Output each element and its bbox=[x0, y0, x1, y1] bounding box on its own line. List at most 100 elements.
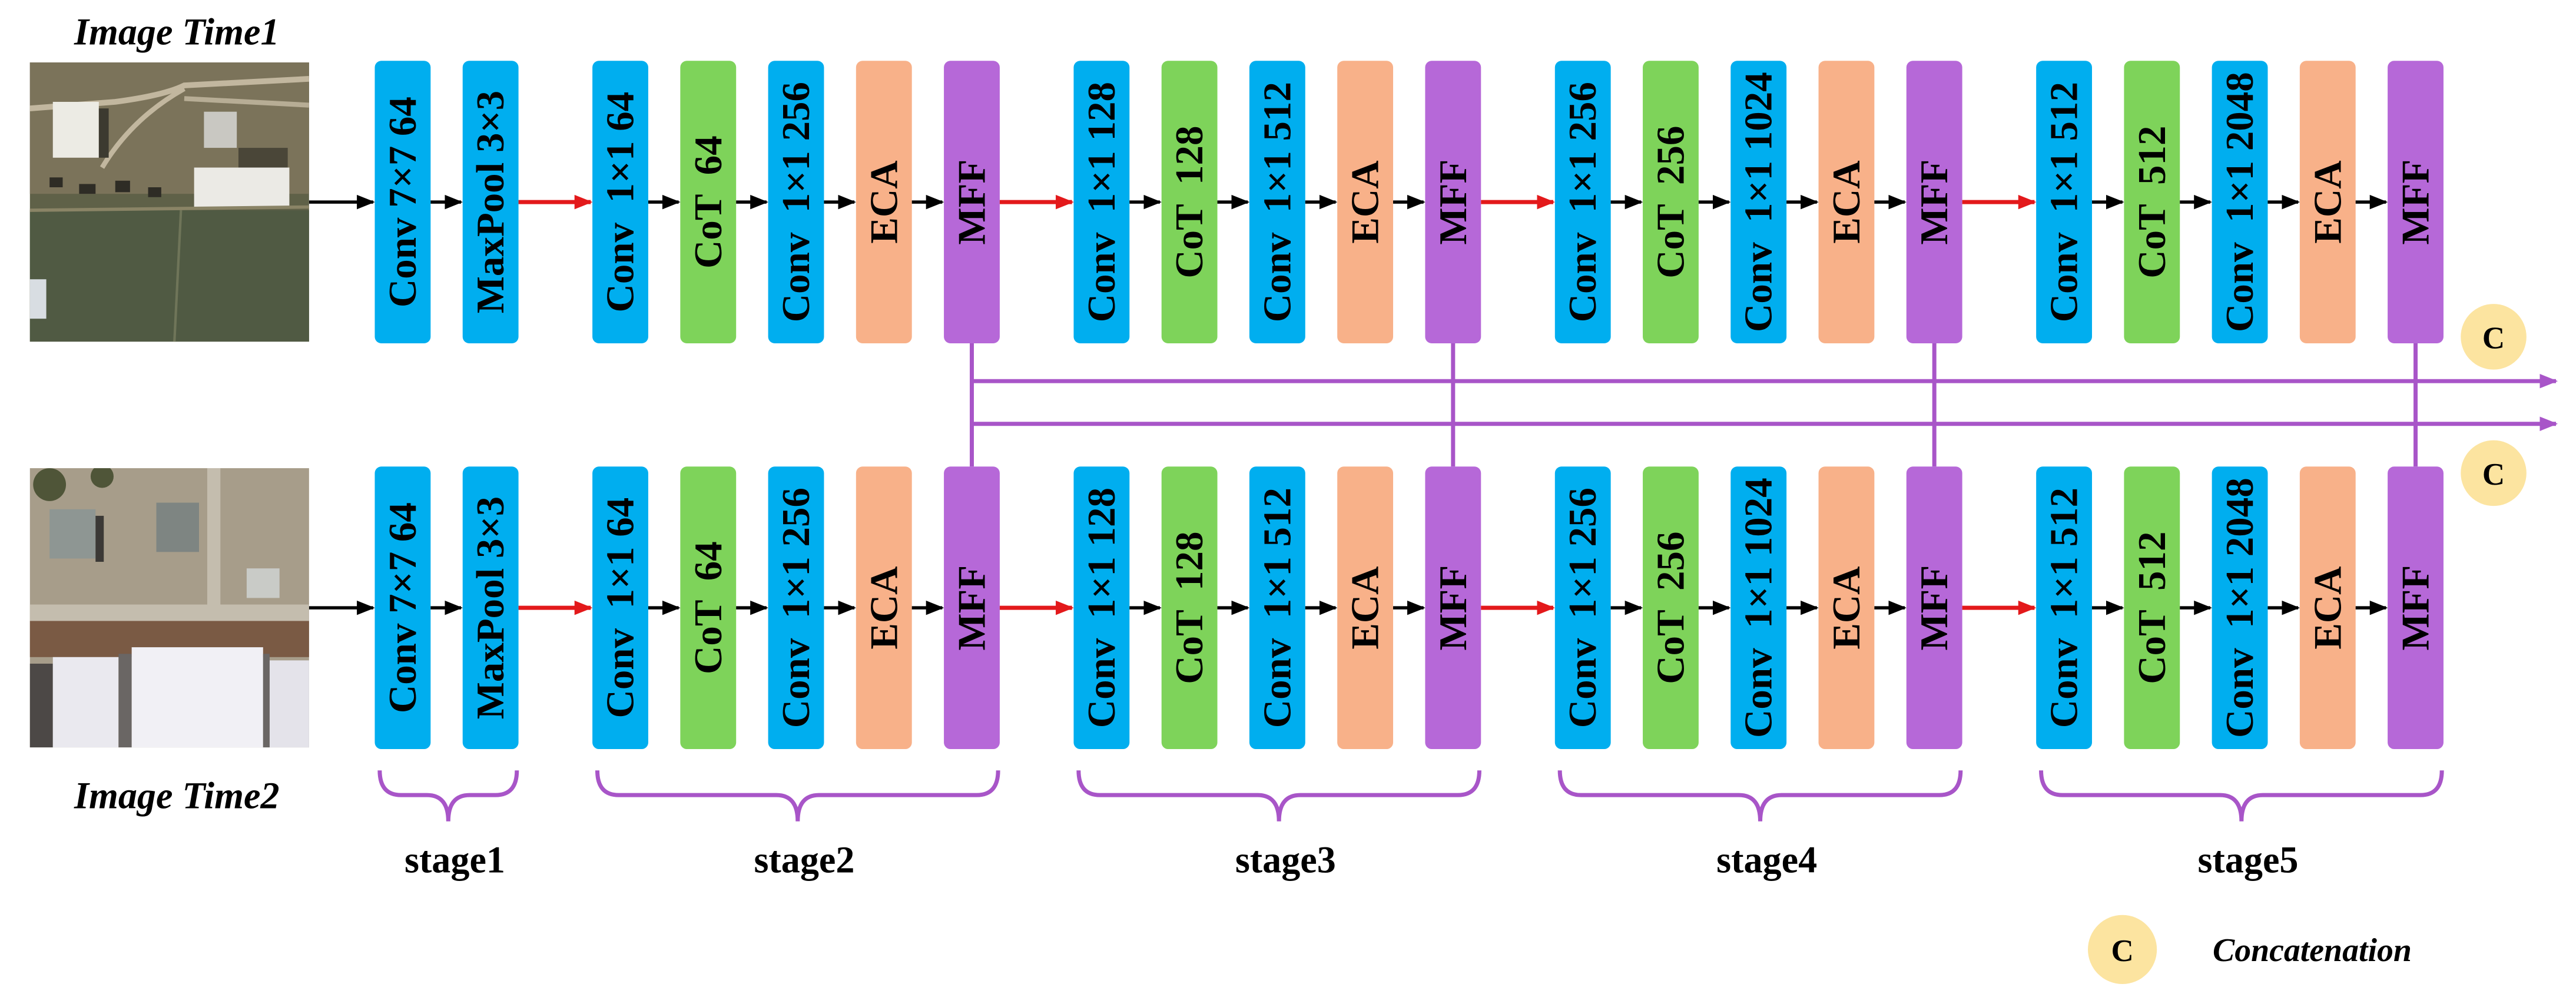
time1-cot-256-block bbox=[1643, 61, 1699, 344]
time2-cot-64-block bbox=[680, 466, 737, 750]
photo-object bbox=[49, 177, 63, 188]
time1-mff-block bbox=[2388, 61, 2444, 344]
time1-mff-block bbox=[944, 61, 1000, 344]
photo-dirt-road bbox=[184, 96, 309, 108]
time2-conv-1x1-512-label: Conv 1×1 512 bbox=[1255, 488, 1299, 728]
photo-building bbox=[204, 111, 237, 148]
time1-cot-512-block bbox=[2124, 61, 2180, 344]
aerial-photo-time1 bbox=[29, 62, 309, 342]
time2-cot-256-block bbox=[1643, 466, 1699, 750]
time1-eca-label: ECA bbox=[862, 160, 906, 243]
time1-mff-block bbox=[1906, 61, 1962, 344]
time1-conv-1x1-1024-block bbox=[1730, 61, 1787, 344]
time1-conv-1x1-128-label: Conv 1×1 128 bbox=[1080, 82, 1123, 322]
time1-maxpool-3x3-block bbox=[462, 61, 519, 344]
time1-cot-256-label: CoT 256 bbox=[1649, 126, 1692, 279]
time2-eca-label: ECA bbox=[1825, 566, 1868, 649]
time2-eca-block bbox=[1818, 466, 1875, 750]
time1-conv-7x7-64-block bbox=[374, 61, 431, 344]
time1-conv-1x1-2048-label: Conv 1×1 2048 bbox=[2218, 72, 2262, 332]
legend-concatenation-letter: C bbox=[2111, 934, 2133, 968]
time2-conv-7x7-64-block bbox=[374, 466, 431, 750]
time2-maxpool-3x3-block bbox=[462, 466, 519, 750]
concatenation-letter: C bbox=[2482, 458, 2505, 492]
time2-conv-1x1-2048-block bbox=[2212, 466, 2268, 750]
stage3-label: stage3 bbox=[1235, 839, 1336, 880]
time2-eca-label: ECA bbox=[2306, 566, 2349, 649]
photo-road bbox=[29, 604, 309, 621]
time1-mff-label: MFF bbox=[1431, 160, 1475, 245]
photo-object bbox=[148, 187, 161, 197]
time1-eca-block bbox=[1337, 61, 1394, 344]
time2-conv-7x7-64-label: Conv 7×7 64 bbox=[381, 502, 425, 713]
time2-eca-block bbox=[2299, 466, 2356, 750]
time2-conv-1x1-2048-label: Conv 1×1 2048 bbox=[2218, 478, 2262, 738]
concatenation-symbol-top: C bbox=[2461, 304, 2527, 370]
time1-eca-label: ECA bbox=[1344, 160, 1387, 243]
stage2-label: stage2 bbox=[754, 839, 854, 880]
photo-building bbox=[49, 509, 96, 559]
time2-eca-label: ECA bbox=[1344, 566, 1387, 649]
time2-conv-1x1-64-label: Conv 1×1 64 bbox=[599, 498, 642, 718]
time1-cot-64-block bbox=[680, 61, 737, 344]
time2-conv-1x1-1024-label: Conv 1×1 1024 bbox=[1737, 478, 1781, 738]
time2-cot-512-block bbox=[2124, 466, 2180, 750]
time2-maxpool-3x3-label: MaxPool 3×3 bbox=[469, 496, 512, 719]
time1-cot-128-label: CoT 128 bbox=[1168, 126, 1211, 279]
time1-conv-1x1-256-block bbox=[768, 61, 824, 344]
time1-maxpool-3x3-label: MaxPool 3×3 bbox=[469, 91, 512, 313]
photo-dirt-road bbox=[29, 76, 309, 111]
time2-conv-1x1-1024-block bbox=[1730, 466, 1787, 750]
time1-conv-7x7-64-label: Conv 7×7 64 bbox=[381, 97, 425, 307]
time1-mff-label: MFF bbox=[2394, 160, 2438, 245]
time1-conv-1x1-1024-label: Conv 1×1 1024 bbox=[1737, 72, 1781, 332]
time1-eca-block bbox=[1818, 61, 1875, 344]
concatenation-circle bbox=[2461, 440, 2527, 506]
stage1-brace bbox=[377, 770, 519, 822]
time2-eca-label: ECA bbox=[862, 566, 906, 649]
time2-cot-128-label: CoT 128 bbox=[1168, 532, 1211, 684]
photo-building-shadow bbox=[29, 663, 53, 748]
time2-conv-1x1-64-block bbox=[592, 466, 648, 750]
time2-mff-block bbox=[944, 466, 1000, 750]
time2-cot-64-label: CoT 64 bbox=[687, 541, 730, 674]
time2-mff-block bbox=[2388, 466, 2444, 750]
time2-conv-1x1-128-block bbox=[1073, 466, 1130, 750]
concatenation-symbol-bottom: C bbox=[2461, 440, 2527, 506]
photo-field-edge bbox=[29, 205, 309, 212]
time2-conv-1x1-512-block bbox=[2036, 466, 2092, 750]
time1-conv-1x1-128-block bbox=[1073, 61, 1130, 344]
time2-cot-128-block bbox=[1161, 466, 1218, 750]
time1-mff-label: MFF bbox=[1912, 160, 1956, 245]
concatenation-circle bbox=[2461, 304, 2527, 370]
time1-conv-1x1-512-block bbox=[1249, 61, 1305, 344]
stage2-brace bbox=[595, 770, 1000, 822]
photo-dirt-road bbox=[100, 86, 185, 169]
stage5-brace bbox=[2039, 770, 2444, 822]
legend-concatenation-circle bbox=[2088, 915, 2157, 984]
stage3-brace bbox=[1076, 770, 1481, 822]
time1-conv-1x1-64-label: Conv 1×1 64 bbox=[599, 92, 642, 313]
photo-building-shadow bbox=[263, 654, 270, 748]
photo-building-shadow bbox=[95, 515, 104, 562]
time2-mff-label: MFF bbox=[2394, 565, 2438, 651]
time2-conv-1x1-256-label: Conv 1×1 256 bbox=[1561, 488, 1604, 728]
time1-conv-1x1-512-label: Conv 1×1 512 bbox=[2043, 82, 2086, 322]
time2-conv-1x1-512-block bbox=[1249, 466, 1305, 750]
photo-road bbox=[207, 468, 221, 608]
legend-concatenation-label: Concatenation bbox=[2213, 932, 2412, 969]
time1-conv-1x1-512-label: Conv 1×1 512 bbox=[1255, 82, 1299, 322]
time1-conv-1x1-256-block bbox=[1554, 61, 1611, 344]
photo-tree bbox=[90, 468, 114, 488]
time1-eca-label: ECA bbox=[2306, 160, 2349, 243]
image-time2-label: Image Time2 bbox=[74, 774, 280, 816]
photo-building-shadow bbox=[238, 148, 288, 168]
time1-cot-128-block bbox=[1161, 61, 1218, 344]
photo-lower-field bbox=[29, 210, 309, 342]
concatenation-letter: C bbox=[2482, 322, 2505, 356]
photo-object bbox=[79, 184, 96, 194]
photo-building bbox=[246, 568, 280, 598]
time1-eca-block bbox=[2299, 61, 2356, 344]
time1-eca-block bbox=[856, 61, 912, 344]
